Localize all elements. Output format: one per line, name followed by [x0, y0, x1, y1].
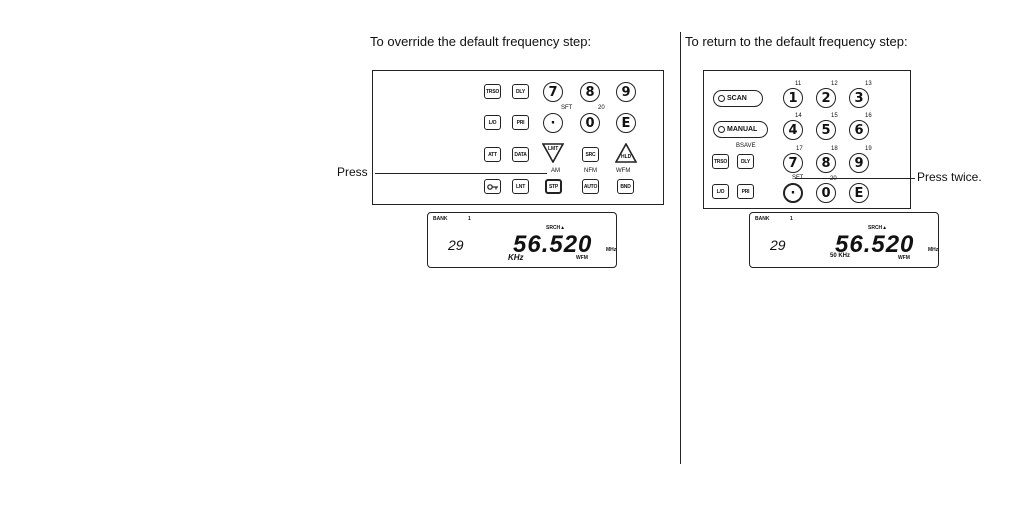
lcd-mhz-label: MHz [606, 247, 617, 253]
left-heading: To override the default frequency step: [370, 34, 592, 49]
manual-dot-icon [718, 126, 725, 133]
key-9[interactable]: 9 [849, 153, 869, 173]
triangle-down-icon [541, 143, 565, 164]
sft-label: SFT [561, 105, 573, 111]
scan-dot-icon [718, 95, 725, 102]
data-key[interactable]: DATA [512, 147, 529, 162]
att-key[interactable]: ATT [484, 147, 501, 162]
key-lock-icon [486, 183, 498, 190]
key-4[interactable]: 4 [783, 120, 803, 140]
lcd-step-label: 50 KHz [830, 253, 851, 259]
lcd-frequency: 56.520 [835, 231, 915, 258]
left-press-line [375, 173, 547, 175]
src-key[interactable]: SRC [582, 147, 599, 162]
right-lcd-display: BANK 1 SRCH▲ 29 56.520 MHz 50 KHz WFM [749, 212, 939, 268]
twenty-label: 20 [598, 105, 605, 111]
scan-label: SCAN [727, 95, 747, 102]
sup-16: 16 [865, 113, 872, 119]
sup-18: 18 [831, 146, 838, 152]
sup-13: 13 [865, 81, 872, 87]
lock-key[interactable] [484, 179, 501, 194]
right-heading: To return to the default frequency step: [685, 34, 908, 49]
auto-key[interactable]: AUTO [582, 179, 599, 194]
right-keypad-panel: SCAN MANUAL 11 12 13 1 2 3 14 15 16 4 5 … [703, 70, 911, 209]
key-dot[interactable]: · [543, 113, 563, 133]
left-press-callout: Press [337, 165, 368, 179]
lcd-channel: 29 [770, 237, 786, 253]
key-dot[interactable]: · [783, 183, 803, 203]
sup-17: 17 [796, 146, 803, 152]
key-2[interactable]: 2 [816, 88, 836, 108]
column-divider [680, 32, 681, 464]
right-press-callout: Press twice. [917, 170, 982, 184]
key-0[interactable]: 0 [580, 113, 600, 133]
manual-label: MANUAL [727, 126, 758, 133]
left-keypad-panel: TRSO DLY 7 8 9 L/O PRI SFT 20 · 0 E ATT … [372, 70, 664, 205]
key-0[interactable]: 0 [816, 183, 836, 203]
hld-key[interactable]: HLD [614, 142, 638, 163]
lcd-channel: 29 [448, 237, 464, 253]
sup-14: 14 [795, 113, 802, 119]
nfm-label: NFM [584, 168, 597, 174]
lcd-srch-label: SRCH▲ [868, 225, 888, 231]
sup-12: 12 [831, 81, 838, 87]
key-6[interactable]: 6 [849, 120, 869, 140]
lcd-bank-number: 1 [790, 216, 793, 222]
lo-key[interactable]: L/O [712, 184, 729, 199]
sup-15: 15 [831, 113, 838, 119]
key-e[interactable]: E [849, 183, 869, 203]
lcd-srch-label: SRCH▲ [546, 225, 566, 231]
right-press-line [795, 178, 915, 180]
am-label: AM [551, 168, 560, 174]
hld-label: HLD [621, 154, 632, 160]
manual-button[interactable]: MANUAL [713, 121, 768, 138]
stp-key[interactable]: STP [545, 179, 562, 194]
trso-key[interactable]: TRSO [712, 154, 729, 169]
trso-key[interactable]: TRSO [484, 84, 501, 99]
key-8[interactable]: 8 [816, 153, 836, 173]
left-lcd-display: BANK 1 SRCH▲ 29 56.520 MHz KHz WFM [427, 212, 617, 268]
bsave-label: BSAVE [736, 143, 756, 149]
lcd-mode-label: WFM [576, 255, 588, 261]
bnd-key[interactable]: BND [617, 179, 634, 194]
key-7[interactable]: 7 [543, 82, 563, 102]
key-7[interactable]: 7 [783, 153, 803, 173]
lcd-bank-number: 1 [468, 216, 471, 222]
sup-11: 11 [795, 81, 802, 87]
lcd-frequency: 56.520 [513, 231, 593, 258]
lmt-label: LMT [548, 146, 559, 152]
lcd-step-blinking: KHz [508, 253, 524, 262]
wfm-label: WFM [616, 168, 631, 174]
scan-button[interactable]: SCAN [713, 90, 763, 107]
dly-key[interactable]: DLY [737, 154, 754, 169]
pri-key[interactable]: PRI [512, 115, 529, 130]
key-1[interactable]: 1 [783, 88, 803, 108]
key-8[interactable]: 8 [580, 82, 600, 102]
key-9[interactable]: 9 [616, 82, 636, 102]
key-e[interactable]: E [616, 113, 636, 133]
key-5[interactable]: 5 [816, 120, 836, 140]
pri-key[interactable]: PRI [737, 184, 754, 199]
lnt-key[interactable]: LNT [512, 179, 529, 194]
dly-key[interactable]: DLY [512, 84, 529, 99]
lcd-mhz-label: MHz [928, 247, 939, 253]
lcd-bank-label: BANK [755, 216, 770, 222]
lcd-bank-label: BANK [433, 216, 448, 222]
key-3[interactable]: 3 [849, 88, 869, 108]
lmt-key[interactable]: LMT [541, 143, 565, 164]
sup-19: 19 [865, 146, 872, 152]
lcd-mode-label: WFM [898, 255, 910, 261]
lo-key[interactable]: L/O [484, 115, 501, 130]
triangle-up-icon [614, 142, 638, 163]
